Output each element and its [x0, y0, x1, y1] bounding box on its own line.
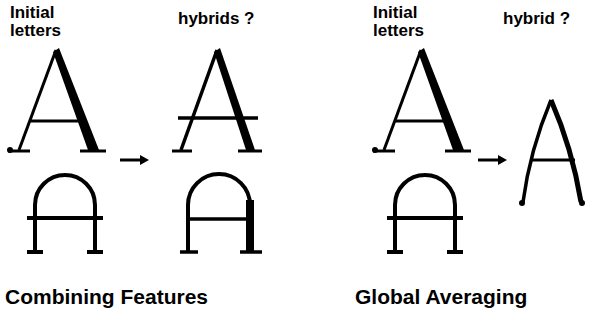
arrow: [120, 155, 149, 165]
hybrid-letter-a: [172, 48, 262, 151]
panel-caption: Global Averaging: [355, 286, 527, 308]
arrow: [478, 155, 507, 165]
column-heading: hybrids ?: [178, 10, 255, 28]
arch-letter-a: [27, 175, 103, 252]
arch-letter-a: [387, 175, 463, 252]
hybrid-arch-letter: [180, 174, 262, 252]
column-heading: Initial letters: [373, 4, 455, 40]
column-heading: hybrid ?: [503, 10, 570, 28]
serif-letter-a: [372, 48, 471, 153]
panel-caption: Combining Features: [5, 286, 208, 308]
column-heading: Initial letters: [10, 4, 92, 40]
averaged-letter-a: [519, 100, 585, 206]
serif-letter-a: [7, 48, 106, 153]
